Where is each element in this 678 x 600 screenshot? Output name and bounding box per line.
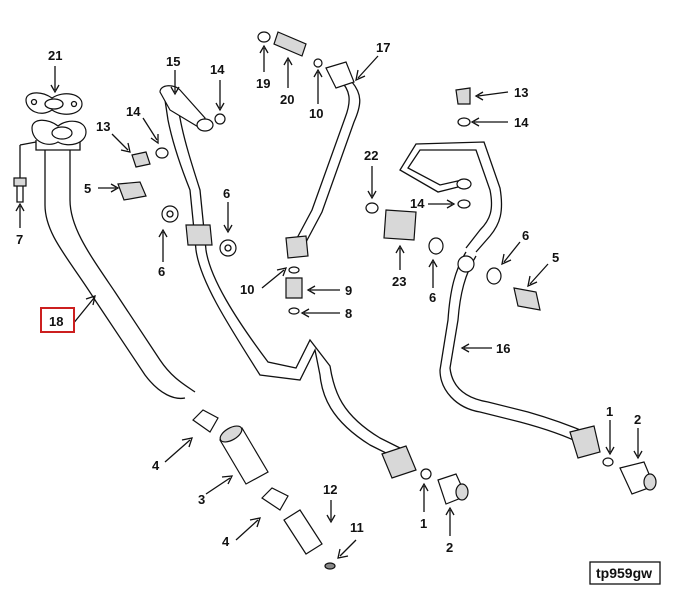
- callout-13: 13: [514, 85, 528, 100]
- fitting-stack-top: [257, 31, 323, 68]
- figure-id-box: tp959gw: [589, 561, 661, 585]
- callout-2: 2: [634, 412, 641, 427]
- banjo-fitting-right: [513, 287, 541, 311]
- adapter-bottom-right: [602, 457, 657, 495]
- callout-10: 10: [309, 106, 323, 121]
- callout-21: 21: [48, 48, 62, 63]
- fitting-stack-middle: [285, 266, 303, 315]
- callout-13: 13: [96, 119, 110, 134]
- callout-2: 2: [446, 540, 453, 555]
- callout-6: 6: [158, 264, 165, 279]
- oil-drain-tube: [31, 119, 196, 400]
- callout-11: 11: [350, 520, 364, 535]
- return-tube-16: [399, 141, 601, 459]
- callout-14: 14: [410, 196, 425, 211]
- callout-18-highlight-box: [40, 307, 75, 333]
- figure-id: tp959gw: [596, 565, 652, 581]
- callout-12: 12: [323, 482, 337, 497]
- hose-and-clamps: [192, 409, 336, 570]
- callout-1: 1: [420, 516, 427, 531]
- callout-10: 10: [240, 282, 254, 297]
- callout-22: 22: [364, 148, 378, 163]
- callout-14: 14: [514, 115, 529, 130]
- callout-6: 6: [223, 186, 230, 201]
- callout-18: 18: [49, 314, 63, 329]
- callout-16: 16: [496, 341, 510, 356]
- callout-20: 20: [280, 92, 294, 107]
- callout-5: 5: [84, 181, 91, 196]
- gasket: [25, 92, 83, 115]
- bolt-and-washer-right: [455, 87, 471, 209]
- supply-tube-17: [285, 61, 361, 259]
- adapter-bottom-middle: [420, 468, 469, 505]
- callout-9: 9: [345, 283, 352, 298]
- bolt: [13, 141, 37, 203]
- callout-6: 6: [429, 290, 436, 305]
- callout-6: 6: [522, 228, 529, 243]
- supply-tube-15: [159, 85, 417, 479]
- callout-17: 17: [376, 40, 390, 55]
- fitting-stack-right: [365, 202, 502, 285]
- bolt-and-washer-left: [131, 113, 226, 168]
- callout-14: 14: [210, 62, 225, 77]
- callout-arrows: [15, 44, 643, 559]
- callout-23: 23: [392, 274, 406, 289]
- callout-8: 8: [345, 306, 352, 321]
- callout-15: 15: [166, 54, 180, 69]
- callout-19: 19: [256, 76, 270, 91]
- callout-1: 1: [606, 404, 613, 419]
- callout-5: 5: [552, 250, 559, 265]
- callout-4: 4: [152, 458, 160, 473]
- callout-3: 3: [198, 492, 205, 507]
- banjo-fitting-left: [117, 181, 237, 257]
- callout-4: 4: [222, 534, 230, 549]
- callout-7: 7: [16, 232, 23, 247]
- callout-14: 14: [126, 104, 141, 119]
- callout-labels: 21 7 5 13 14 15 14 6 6 18 4 3 4 12 11 19…: [16, 40, 641, 555]
